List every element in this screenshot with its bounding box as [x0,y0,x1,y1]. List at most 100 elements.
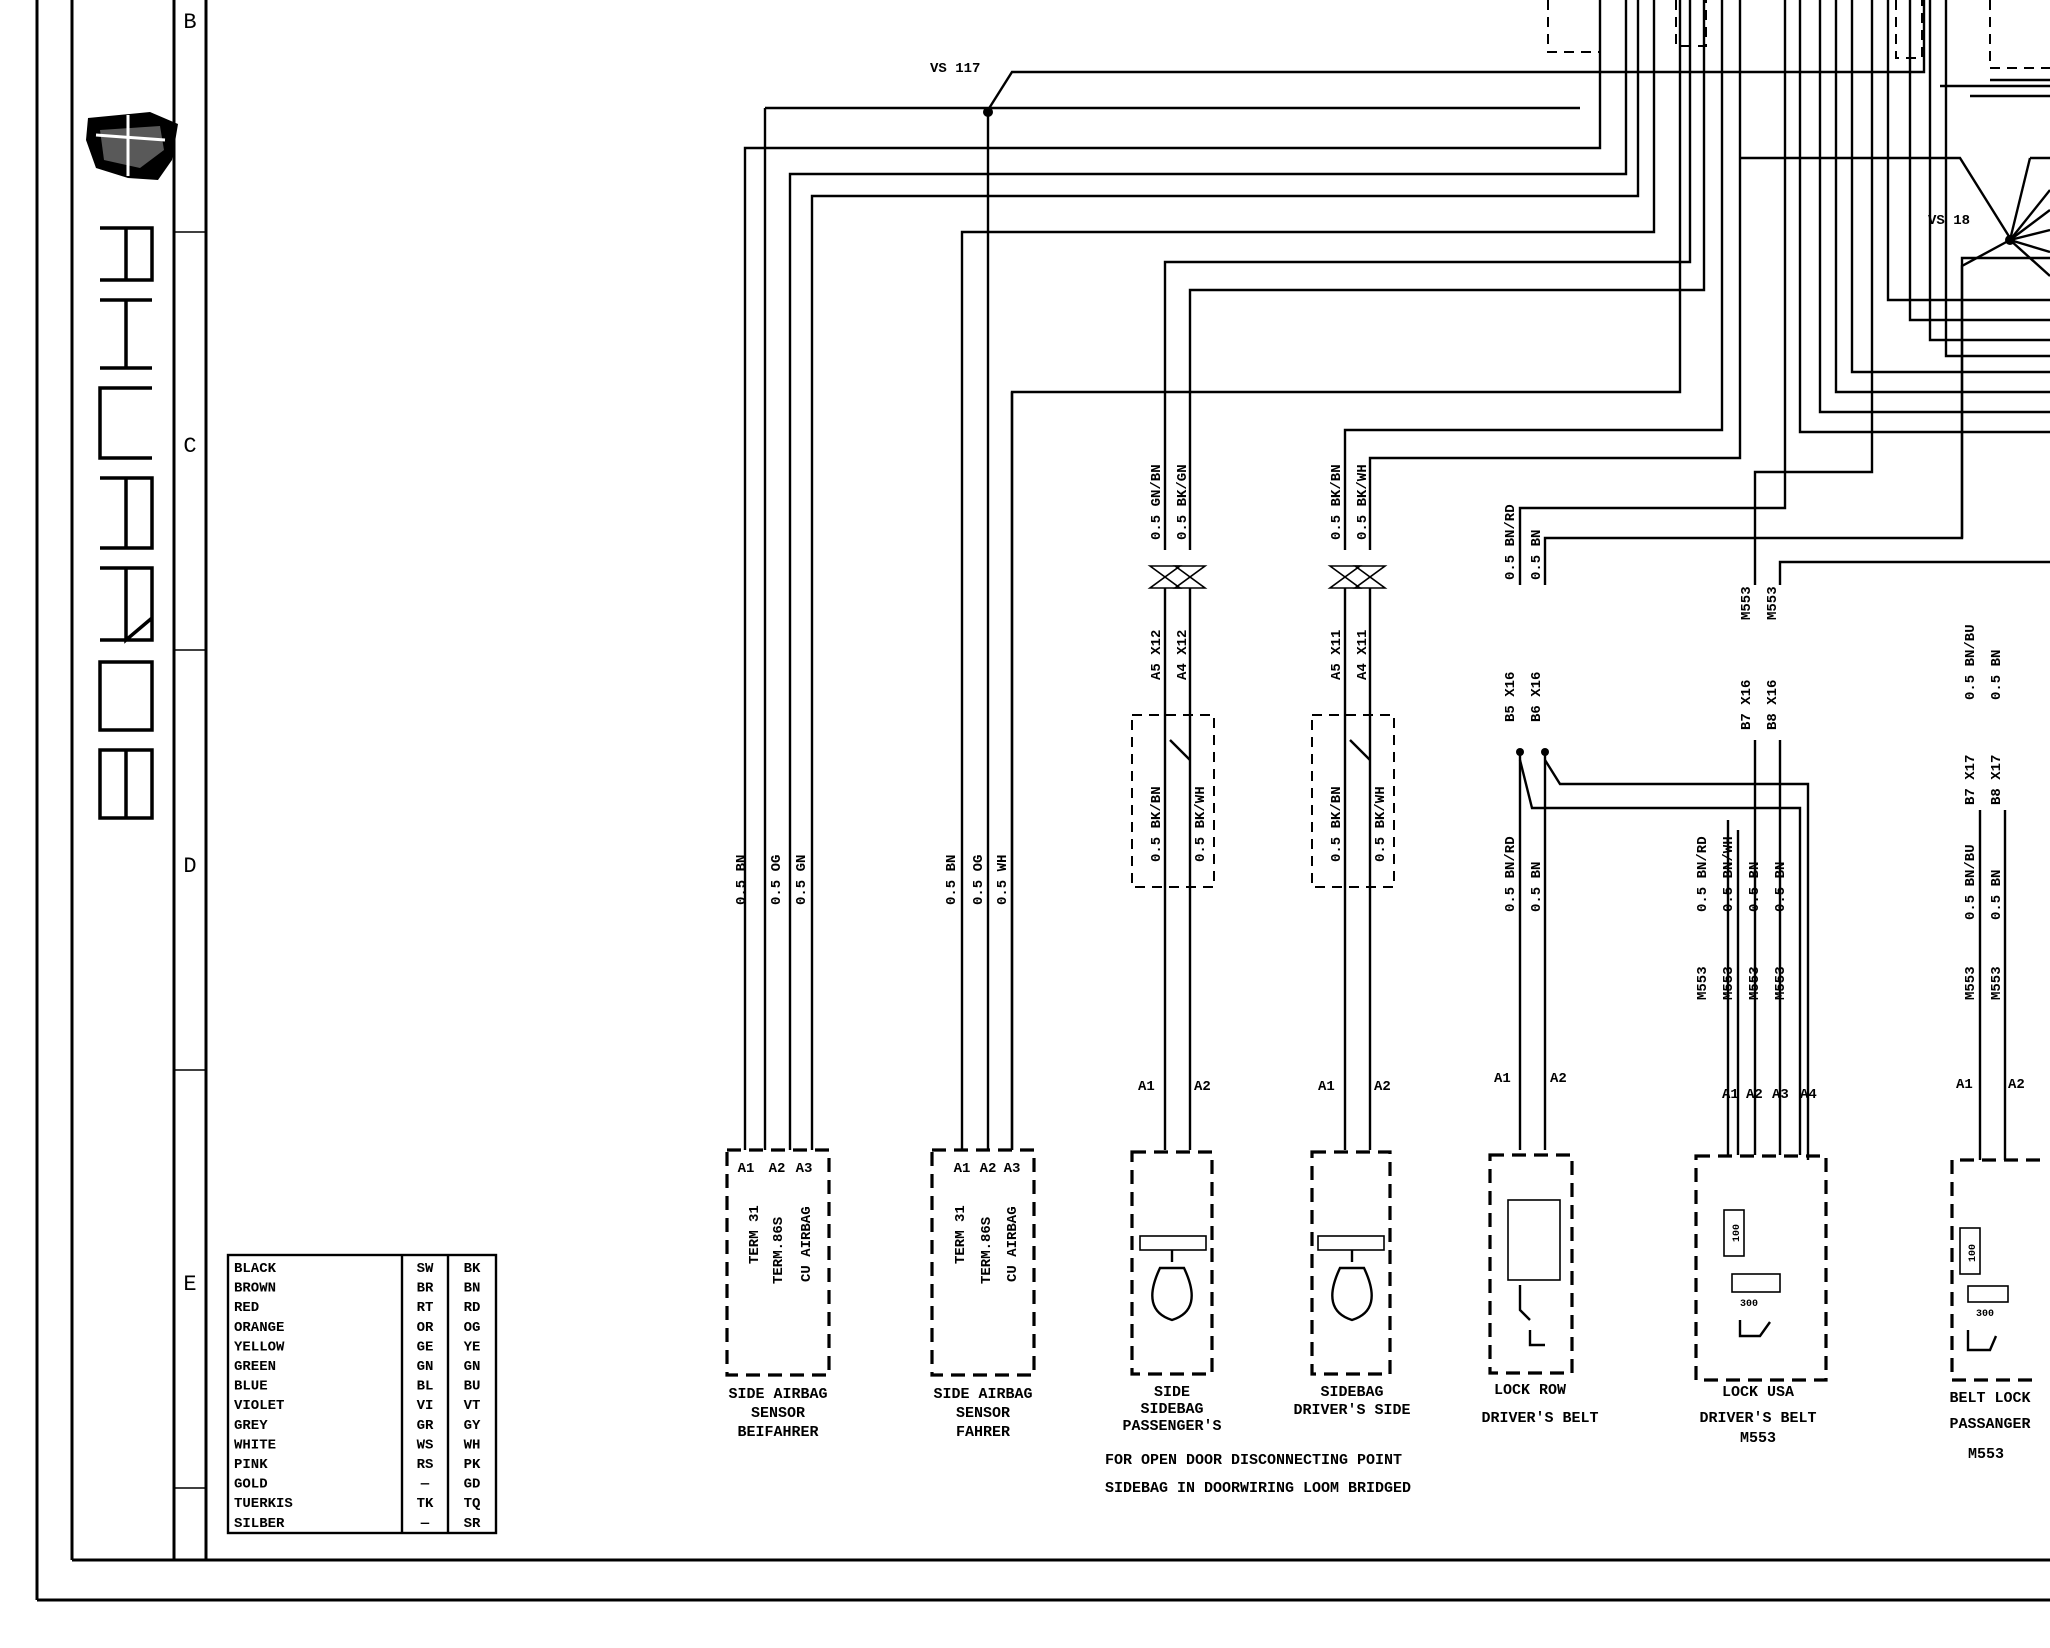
component-name: SIDE AIRBAG [933,1386,1032,1403]
wire-bundle-top [743,0,2050,1150]
sidebag-driver: 0.5 BK/BN 0.5 BK/WH A5 X11 A4 X11 0.5 BK… [1293,464,1410,1419]
option-code: M553 [1721,966,1737,1000]
sidebag-passenger: 0.5 GN/BN 0.5 BK/GN A5 X12 A4 X12 0.5 BK… [1122,464,1221,1435]
side-airbag-sensor-fahrer: 0.5 BN 0.5 OG 0.5 WH A1 A2 A3 TERM 31 TE… [930,392,1036,1441]
wire-label: 0.5 BN [1989,650,2005,700]
legend-color-name: ORANGE [234,1320,284,1336]
legend-color-code-en: TQ [464,1496,481,1512]
legend-color-name: GREY [234,1418,268,1434]
legend-color-name: BROWN [234,1281,276,1297]
component-name: PASSANGER [1949,1416,2030,1433]
legend-color-name: GREEN [234,1359,276,1375]
function-label: TERM 31 [953,1205,969,1264]
legend-color-code-de: TK [417,1496,434,1512]
component-name: DRIVER'S BELT [1699,1410,1816,1427]
wire-label: 0.5 BN [1747,862,1763,912]
wire-label: 0.5 BN/RD [1503,504,1519,580]
pin-label: A1 [954,1161,971,1177]
resistor-value: 300 [1740,1299,1758,1310]
function-label: CU AIRBAG [1005,1206,1021,1282]
function-label: TERM.86S [979,1217,995,1284]
legend-color-code-de: WS [417,1437,434,1453]
component-name: SIDE [1154,1384,1190,1401]
connector-label: A5 X12 [1149,630,1165,680]
legend-color-code-de: OR [417,1320,434,1336]
legend-color-code-de: RS [417,1457,434,1473]
legend-color-name: BLACK [234,1261,277,1277]
pin-label: A1 [1722,1087,1739,1103]
component-name: SIDE AIRBAG [728,1386,827,1403]
wire-label: 0.5 BN/RD [1695,836,1711,912]
note-line-1: FOR OPEN DOOR DISCONNECTING POINT [1105,1452,1402,1469]
component-name: FAHRER [956,1424,1010,1441]
legend-color-code-de: VI [417,1398,434,1414]
wire-label: M553 [1739,586,1755,620]
resistor-value: 100 [1968,1244,1979,1262]
pin-label: A1 [1956,1077,1973,1093]
connector-label: B6 X16 [1529,672,1545,722]
wire-label: 0.5 BK/BN [1149,786,1165,862]
wire-label: 0.5 BN/BU [1963,844,1979,920]
pin-label: A1 [738,1161,755,1177]
connector-label: A4 X11 [1355,630,1371,680]
resistor-value: 300 [1976,1309,1994,1320]
wire-label: 0.5 BN [734,855,750,905]
porsche-crest-logo [86,112,178,180]
connector-label: B8 X16 [1765,680,1781,730]
legend-color-code-de: BR [417,1281,434,1297]
wire-label: 0.5 OG [769,855,785,905]
legend-color-code-en: BU [464,1379,481,1395]
function-label: CU AIRBAG [799,1206,815,1282]
wire-label: 0.5 BK/GN [1175,464,1191,540]
splice-vs117-label: VS 117 [930,61,980,77]
wire-label: 0.5 BK/WH [1193,786,1209,862]
legend-color-name: GOLD [234,1477,268,1493]
legend-color-name: SILBER [234,1516,285,1532]
pin-label: A2 [769,1161,786,1177]
component-name: DRIVER'S SIDE [1293,1402,1410,1419]
legend-color-code-de: BL [417,1379,434,1395]
pin-label: A2 [1550,1071,1567,1087]
legend-color-name: BLUE [234,1379,268,1395]
legend-color-code-en: VT [464,1398,481,1414]
wire-label: 0.5 WH [995,855,1011,905]
pin-label: A4 [1800,1087,1817,1103]
component-name: LOCK USA [1722,1384,1794,1401]
legend-color-code-de: GN [417,1359,434,1375]
legend-color-code-de: SW [417,1261,434,1277]
connector-label: A5 X11 [1329,630,1345,680]
component-name: M553 [1968,1446,2004,1463]
wire-label: 0.5 BN [1773,862,1789,912]
option-code: M553 [1747,966,1763,1000]
lock-row: 0.5 BN/RD 0.5 BN B5 X16 B6 X16 0.5 BN/RD… [1481,504,1810,1427]
legend-color-code-en: YE [464,1339,481,1355]
legend-color-code-en: GD [464,1477,481,1493]
function-label: TERM.86S [771,1217,787,1284]
zone-e: E [183,1272,196,1297]
legend-color-code-de: — [420,1516,430,1532]
pin-label: A2 [1194,1079,1211,1095]
wire-label: 0.5 BN [1529,530,1545,580]
legend-color-code-en: GY [464,1418,481,1434]
legend-color-code-en: GN [464,1359,481,1375]
wire-label: 0.5 BN/RD [1503,836,1519,912]
pin-label: A2 [1374,1079,1391,1095]
wire-label: 0.5 BN/WH [1721,836,1737,912]
option-code: M553 [1963,966,1979,1000]
pin-label: A2 [980,1161,997,1177]
legend-color-name: WHITE [234,1437,276,1453]
component-name: DRIVER'S BELT [1481,1410,1598,1427]
wire-label: 0.5 BN [944,855,960,905]
zone-c: C [183,434,196,459]
resistor-value: 100 [1732,1224,1743,1242]
legend-color-code-en: SR [464,1516,481,1532]
option-code: M553 [1773,966,1789,1000]
legend-color-code-en: WH [464,1437,481,1453]
pin-label: A3 [1772,1087,1789,1103]
function-label: TERM 31 [747,1205,763,1264]
component-name: BELT LOCK [1949,1390,2030,1407]
wire-label: 0.5 BK/BN [1329,786,1345,862]
lock-usa: M553 M553 B7 X16 B8 X16 0.5 BN/RD 0.5 BN… [1694,586,1828,1447]
